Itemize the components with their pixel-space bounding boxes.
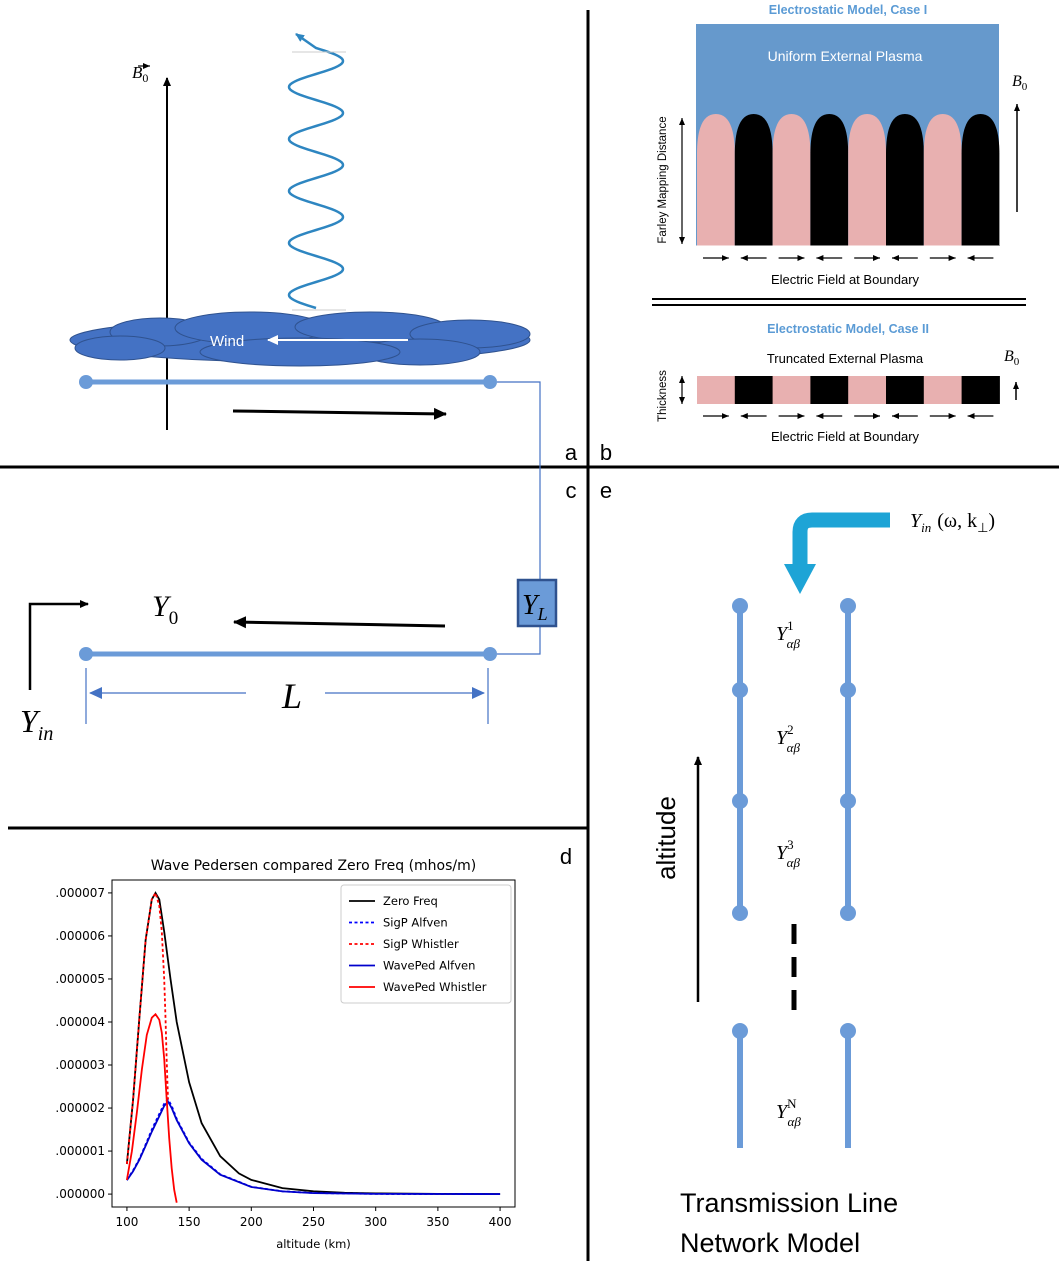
plasma-stripe bbox=[810, 376, 849, 404]
farley-label: Farley Mapping Distance bbox=[657, 116, 669, 243]
legend-label: SigP Alfven bbox=[383, 916, 448, 930]
b0-label: B0 bbox=[132, 63, 148, 85]
efield-label-1: Electric Field at Boundary bbox=[771, 272, 920, 287]
panel-letter-b: b bbox=[600, 440, 612, 465]
load-box bbox=[516, 578, 558, 628]
legend-label: WavePed Alfven bbox=[383, 959, 475, 973]
plasma-stripe bbox=[961, 376, 1000, 404]
case1-title: Electrostatic Model, Case I bbox=[769, 3, 927, 17]
plasma-stripe bbox=[886, 376, 925, 404]
legend-label: WavePed Whistler bbox=[383, 980, 487, 994]
y-tick-label: .000002 bbox=[55, 1101, 105, 1115]
farley-bulb bbox=[886, 114, 924, 246]
yl-label: YL bbox=[522, 590, 548, 624]
farley-bulb bbox=[772, 114, 811, 246]
chart-title: Wave Pedersen compared Zero Freq (mhos/m… bbox=[151, 858, 476, 874]
altitude-label: altitude bbox=[651, 796, 681, 880]
truncated-stripes bbox=[697, 376, 1000, 404]
y-tick-label: .000001 bbox=[55, 1144, 105, 1158]
length-label: L bbox=[281, 676, 302, 716]
plasma-stripe bbox=[697, 376, 736, 404]
plasma-stripe bbox=[848, 376, 887, 404]
yin-label: Yin bbox=[20, 703, 53, 745]
reflected-wave-arrow bbox=[233, 616, 446, 629]
x-tick-label: 100 bbox=[115, 1215, 138, 1229]
network-title-line2: Network Model bbox=[680, 1228, 860, 1258]
series-line bbox=[126, 1100, 501, 1195]
farley-bulb bbox=[810, 114, 849, 246]
chart-panel-d: Wave Pedersen compared Zero Freq (mhos/m… bbox=[55, 858, 516, 1251]
case2-title: Electrostatic Model, Case II bbox=[767, 322, 929, 336]
panel-letter-d: d bbox=[560, 844, 572, 869]
transmission-line-c: YL Y0 Yin L bbox=[20, 375, 558, 745]
panel-b: Electrostatic Model, Case I Uniform Exte… bbox=[652, 3, 1028, 444]
b0-label-b1: B0 bbox=[1012, 73, 1028, 93]
series-line bbox=[126, 890, 169, 1165]
plasma-stripe bbox=[734, 376, 774, 404]
network-title-line1: Transmission Line bbox=[680, 1188, 898, 1218]
cloud-icon bbox=[69, 311, 531, 367]
wind-label: Wind bbox=[210, 333, 244, 350]
farley-bulb bbox=[961, 114, 1000, 246]
panel-a: B0 Wind bbox=[69, 32, 531, 430]
y-tick-label: .000005 bbox=[55, 972, 105, 986]
x-tick-label: 350 bbox=[426, 1215, 449, 1229]
y-tick-label: .000004 bbox=[55, 1015, 105, 1029]
farley-bulb bbox=[734, 114, 773, 246]
y-tick-label: .000006 bbox=[55, 929, 105, 943]
plasma-stripe bbox=[772, 376, 811, 404]
panel-dividers bbox=[0, 10, 1059, 1261]
panel-letter-e: e bbox=[600, 478, 612, 503]
thickness-label: Thickness bbox=[657, 370, 669, 422]
farley-bulbs bbox=[697, 114, 1000, 246]
x-tick-label: 400 bbox=[489, 1215, 512, 1229]
x-axis-label: altitude (km) bbox=[276, 1237, 351, 1251]
b0-label-b2: B0 bbox=[1004, 348, 1020, 368]
farley-bulb bbox=[923, 114, 962, 246]
input-arrow bbox=[28, 600, 89, 690]
forward-wave-arrow bbox=[232, 407, 447, 420]
farley-bulb bbox=[697, 114, 735, 246]
y-tick-label: .000007 bbox=[55, 886, 105, 900]
series-line bbox=[126, 1012, 178, 1203]
yin-omega-label: Yin(ω, k⊥) bbox=[910, 510, 995, 535]
wave-icon bbox=[287, 32, 345, 310]
truncated-label: Truncated External Plasma bbox=[767, 351, 924, 366]
x-tick-label: 200 bbox=[240, 1215, 263, 1229]
legend-label: Zero Freq bbox=[383, 894, 438, 908]
legend-box bbox=[340, 884, 512, 1004]
y-tick-label: .000000 bbox=[55, 1187, 105, 1201]
series-line bbox=[126, 1097, 501, 1195]
x-tick-label: 250 bbox=[302, 1215, 325, 1229]
y0-label: Y0 bbox=[152, 590, 178, 629]
efield-label-2: Electric Field at Boundary bbox=[771, 429, 920, 444]
input-flow-arrow bbox=[792, 512, 890, 568]
y-tick-label: .000003 bbox=[55, 1058, 105, 1072]
uniform-plasma-label: Uniform External Plasma bbox=[768, 48, 923, 64]
x-tick-label: 150 bbox=[178, 1215, 201, 1229]
panel-letter-a: a bbox=[565, 440, 578, 465]
legend-label: SigP Whistler bbox=[383, 937, 459, 951]
farley-bulb bbox=[848, 114, 886, 246]
panel-letter-c: c bbox=[566, 478, 577, 503]
x-tick-label: 300 bbox=[364, 1215, 387, 1229]
plasma-stripe bbox=[923, 376, 963, 404]
